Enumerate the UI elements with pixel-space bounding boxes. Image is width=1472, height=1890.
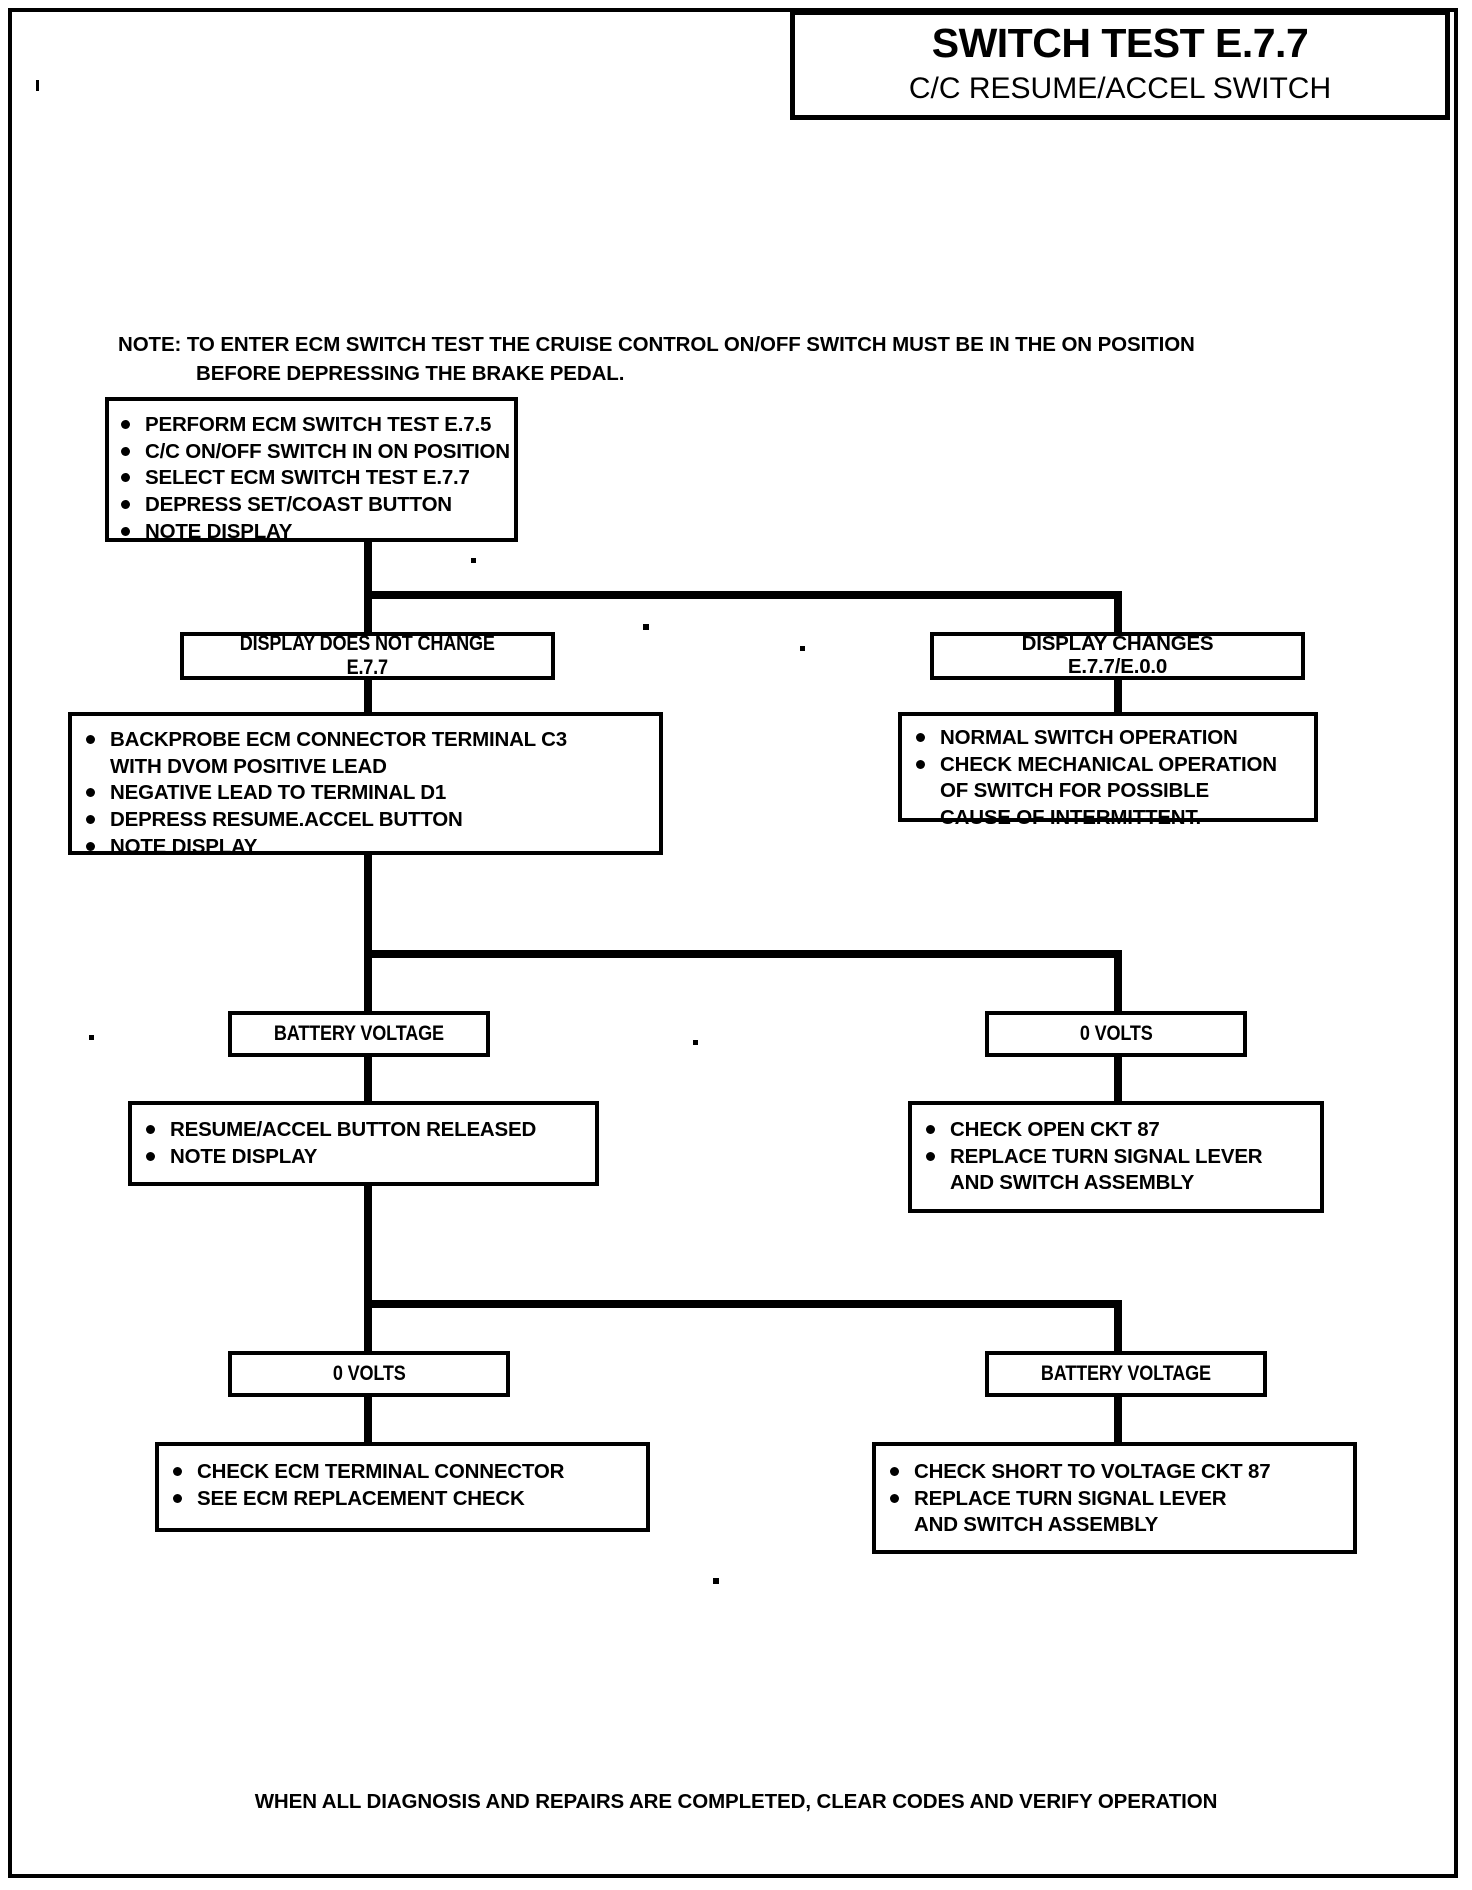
scan-speck: [800, 646, 805, 651]
step2-right-bullet-list: NORMAL SWITCH OPERATION CHECK MECHANICAL…: [910, 725, 1314, 832]
branch-label: DISPLAY CHANGES E.7.7/E.0.0: [1021, 632, 1214, 678]
connector-step3-down: [364, 1186, 372, 1308]
step2-right-instruction-box: NORMAL SWITCH OPERATION CHECK MECHANICAL…: [898, 712, 1318, 829]
connector-start-down: [364, 541, 372, 596]
scan-speck: [693, 1040, 698, 1045]
branch-zero-volts-box-2: 0 VOLTS: [228, 1351, 510, 1397]
connector-branch3-left-to-step4: [364, 1396, 372, 1443]
step4-left-instruction-box: CHECK ECM TERMINAL CONNECTOR SEE ECM REP…: [155, 1442, 650, 1532]
connector-level2-right-down: [1114, 950, 1122, 1011]
branch-zero-volts-box: 0 VOLTS: [985, 1011, 1247, 1057]
step3-left-instruction-box: RESUME/ACCEL BUTTON RELEASED NOTE DISPLA…: [128, 1101, 599, 1186]
start-bullet-list: PERFORM ECM SWITCH TEST E.7.5 C/C ON/OFF…: [115, 412, 514, 545]
branch-battery-voltage-box-2: BATTERY VOLTAGE: [985, 1351, 1267, 1397]
connector-level1-left-down: [364, 591, 372, 632]
branch-display-changes-box: DISPLAY CHANGES E.7.7/E.0.0: [930, 632, 1305, 680]
step2-left-bullet-list: BACKPROBE ECM CONNECTOR TERMINAL C3 WITH…: [80, 727, 659, 860]
connector-level3-left-down: [364, 1300, 372, 1356]
list-item: RESUME/ACCEL BUTTON RELEASED: [140, 1117, 595, 1144]
connector-level1-right-down: [1114, 591, 1122, 632]
footer-text: WHEN ALL DIAGNOSIS AND REPAIRS ARE COMPL…: [254, 1790, 1218, 1813]
branch-label: DISPLAY DOES NOT CHANGE E.7.7: [240, 632, 495, 679]
step3-right-bullet-list: CHECK OPEN CKT 87 REPLACE TURN SIGNAL LE…: [920, 1117, 1320, 1197]
list-item: C/C ON/OFF SWITCH IN ON POSITION: [115, 439, 514, 466]
list-item: NOTE DISPLAY: [140, 1144, 595, 1171]
list-item: SEE ECM REPLACEMENT CHECK: [167, 1486, 646, 1513]
list-item: PERFORM ECM SWITCH TEST E.7.5: [115, 412, 514, 439]
list-item: NEGATIVE LEAD TO TERMINAL D1: [80, 780, 659, 807]
connector-branch1-left-to-step2: [364, 679, 372, 712]
scan-speck: [36, 80, 39, 91]
scan-speck: [643, 624, 649, 630]
header-block: SWITCH TEST E.7.7 C/C RESUME/ACCEL SWITC…: [790, 10, 1450, 120]
start-instruction-box: PERFORM ECM SWITCH TEST E.7.5 C/C ON/OFF…: [105, 397, 518, 545]
note-line-2: BEFORE DEPRESSING THE BRAKE PEDAL.: [196, 362, 625, 386]
note-line-1: NOTE: TO ENTER ECM SWITCH TEST THE CRUIS…: [118, 333, 1195, 356]
list-item: CHECK MECHANICAL OPERATION OF SWITCH FOR…: [910, 752, 1314, 832]
list-item: SELECT ECM SWITCH TEST E.7.7: [115, 465, 514, 492]
page-border: [8, 8, 1458, 1878]
page-title: SWITCH TEST E.7.7: [931, 20, 1309, 66]
connector-branch2-left-to-step3: [364, 1056, 372, 1102]
step4-left-bullet-list: CHECK ECM TERMINAL CONNECTOR SEE ECM REP…: [167, 1459, 646, 1512]
list-item: NOTE DISPLAY: [115, 519, 514, 546]
list-item: DEPRESS RESUME.ACCEL BUTTON: [80, 807, 659, 834]
step3-right-instruction-box: CHECK OPEN CKT 87 REPLACE TURN SIGNAL LE…: [908, 1101, 1324, 1213]
branch-label: BATTERY VOLTAGE: [273, 1022, 444, 1046]
branch-battery-voltage-box: BATTERY VOLTAGE: [228, 1011, 490, 1057]
connector-branch1-right-to-step2: [1114, 679, 1122, 712]
list-item: NORMAL SWITCH OPERATION: [910, 725, 1314, 752]
list-item: NOTE DISPLAY: [80, 834, 659, 861]
list-item: CHECK OPEN CKT 87: [920, 1117, 1320, 1144]
list-item: REPLACE TURN SIGNAL LEVER AND SWITCH ASS…: [884, 1486, 1353, 1539]
branch-label: 0 VOLTS: [332, 1362, 406, 1386]
connector-branch2-right-to-step3: [1114, 1056, 1122, 1102]
branch-label: 0 VOLTS: [1079, 1022, 1153, 1046]
list-item: REPLACE TURN SIGNAL LEVER AND SWITCH ASS…: [920, 1144, 1320, 1197]
step3-left-bullet-list: RESUME/ACCEL BUTTON RELEASED NOTE DISPLA…: [140, 1117, 595, 1170]
scan-speck: [89, 1035, 94, 1040]
list-item: CHECK SHORT TO VOLTAGE CKT 87: [884, 1459, 1353, 1486]
list-item: DEPRESS SET/COAST BUTTON: [115, 492, 514, 519]
connector-level1-bar: [364, 591, 1122, 599]
scan-speck: [713, 1578, 719, 1584]
note-text: NOTE: TO ENTER ECM SWITCH TEST THE CRUIS…: [118, 330, 1398, 388]
connector-level3-right-down: [1114, 1300, 1122, 1356]
list-item: BACKPROBE ECM CONNECTOR TERMINAL C3 WITH…: [80, 727, 659, 780]
step2-left-instruction-box: BACKPROBE ECM CONNECTOR TERMINAL C3 WITH…: [68, 712, 663, 858]
branch-display-does-not-change-box: DISPLAY DOES NOT CHANGE E.7.7: [180, 632, 555, 680]
connector-level2-left-down: [364, 950, 372, 1011]
scan-speck: [471, 558, 476, 563]
connector-level2-bar: [364, 950, 1122, 958]
branch-label: BATTERY VOLTAGE: [1040, 1362, 1211, 1386]
page-subtitle: C/C RESUME/ACCEL SWITCH: [908, 72, 1332, 105]
step4-right-bullet-list: CHECK SHORT TO VOLTAGE CKT 87 REPLACE TU…: [884, 1459, 1353, 1539]
step4-right-instruction-box: CHECK SHORT TO VOLTAGE CKT 87 REPLACE TU…: [872, 1442, 1357, 1554]
connector-branch3-right-to-step4: [1114, 1396, 1122, 1443]
connector-level3-bar: [364, 1300, 1122, 1308]
connector-step2-down: [364, 855, 372, 958]
list-item: CHECK ECM TERMINAL CONNECTOR: [167, 1459, 646, 1486]
